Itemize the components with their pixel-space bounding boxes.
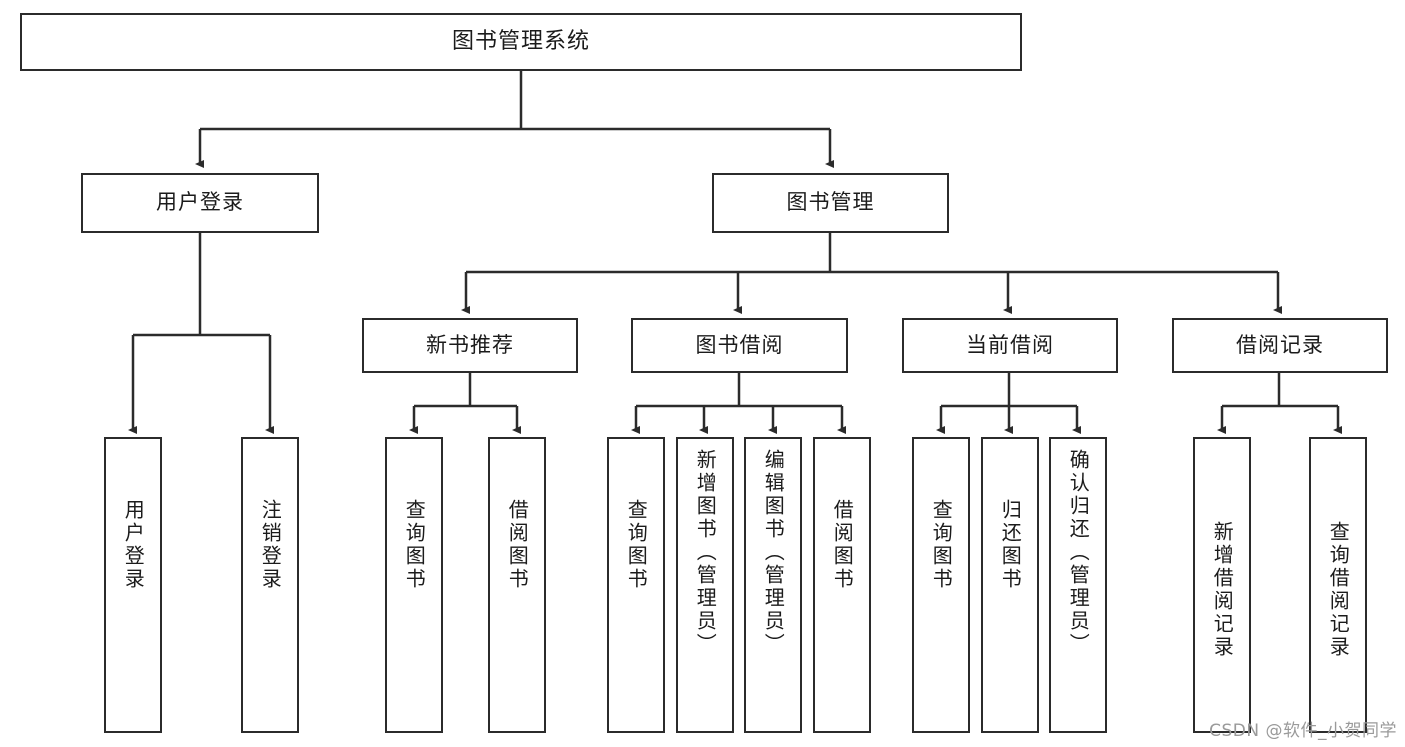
node-current-borrow[interactable]: 当前借阅: [902, 318, 1118, 373]
leaf-label: 归还图书: [998, 499, 1023, 591]
leaf-borrow-record-1[interactable]: 查询借阅记录: [1309, 437, 1367, 733]
node-root-label: 图书管理系统: [451, 28, 590, 54]
leaf-label: 查询借阅记录: [1326, 521, 1351, 659]
node-user-login[interactable]: 用户登录: [81, 173, 319, 233]
leaf-label: 确认归还（管理员）: [1066, 449, 1091, 656]
leaf-current-borrow-0[interactable]: 查询图书: [912, 437, 970, 733]
leaf-book-borrow-2[interactable]: 编辑图书（管理员）: [744, 437, 802, 733]
leaf-label: 用户登录: [121, 499, 146, 591]
leaf-label: 查询图书: [402, 499, 427, 591]
leaf-label: 新增借阅记录: [1210, 521, 1235, 659]
leaf-user-login-0[interactable]: 用户登录: [104, 437, 162, 733]
leaf-label: 借阅图书: [505, 499, 530, 591]
leaf-label: 查询图书: [929, 499, 954, 591]
leaf-label: 借阅图书: [830, 499, 855, 591]
leaf-book-borrow-0[interactable]: 查询图书: [607, 437, 665, 733]
node-book-manage[interactable]: 图书管理: [712, 173, 949, 233]
leaf-book-borrow-1[interactable]: 新增图书（管理员）: [676, 437, 734, 733]
leaf-new-book-rec-1[interactable]: 借阅图书: [488, 437, 546, 733]
leaf-label: 编辑图书（管理员）: [761, 449, 786, 656]
leaf-label: 新增图书（管理员）: [693, 449, 718, 656]
leaf-label: 注销登录: [258, 499, 283, 591]
watermark-text: CSDN @软件_小贺同学: [1209, 721, 1397, 741]
node-book-borrow[interactable]: 图书借阅: [631, 318, 848, 373]
node-book-borrow-label: 图书借阅: [695, 332, 784, 357]
leaf-current-borrow-1[interactable]: 归还图书: [981, 437, 1039, 733]
leaf-borrow-record-0[interactable]: 新增借阅记录: [1193, 437, 1251, 733]
node-new-book-recommend-label: 新书推荐: [426, 332, 514, 357]
node-current-borrow-label: 当前借阅: [966, 332, 1054, 357]
node-new-book-recommend[interactable]: 新书推荐: [362, 318, 578, 373]
node-root[interactable]: 图书管理系统: [20, 13, 1022, 71]
leaf-current-borrow-2[interactable]: 确认归还（管理员）: [1049, 437, 1107, 733]
leaf-user-login-1[interactable]: 注销登录: [241, 437, 299, 733]
node-user-login-label: 用户登录: [156, 190, 244, 215]
leaf-label: 查询图书: [624, 499, 649, 591]
node-book-manage-label: 图书管理: [786, 190, 875, 215]
leaf-book-borrow-3[interactable]: 借阅图书: [813, 437, 871, 733]
leaf-new-book-rec-0[interactable]: 查询图书: [385, 437, 443, 733]
node-borrow-record[interactable]: 借阅记录: [1172, 318, 1388, 373]
node-borrow-record-label: 借阅记录: [1236, 332, 1324, 357]
